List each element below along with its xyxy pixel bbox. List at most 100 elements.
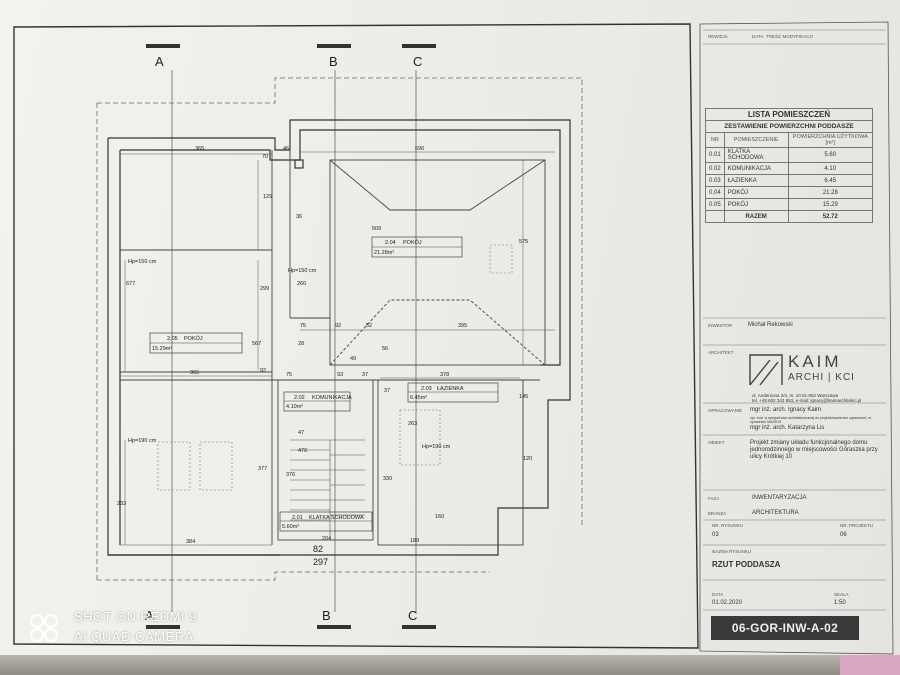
axis-a-bottom-marker [146, 625, 180, 629]
drawing-code: 06-GOR-INW-A-02 [711, 616, 859, 640]
svg-text:75: 75 [286, 372, 292, 378]
svg-text:395: 395 [458, 323, 467, 329]
svg-text:92: 92 [335, 323, 341, 329]
architekt-label: ARCHITEKT [708, 350, 734, 355]
svg-text:263: 263 [408, 421, 417, 427]
svg-text:260: 260 [297, 281, 306, 287]
svg-text:52: 52 [366, 323, 372, 329]
logo-word-1: KAIM [788, 352, 842, 371]
room-tag-2-05: 2.05 POKÓJ 15.29m² [149, 332, 243, 354]
svg-text:596: 596 [415, 146, 424, 152]
svg-text:37: 37 [362, 372, 368, 378]
svg-text:37: 37 [384, 388, 390, 394]
axis-a-top-marker [146, 44, 180, 48]
svg-text:567: 567 [252, 341, 261, 347]
inwestor-value: Michał Rekowski [748, 322, 793, 328]
nazwa-label: NAZWA RYSUNKU [712, 549, 752, 554]
svg-text:4.10m²: 4.10m² [286, 404, 303, 410]
author-1: mgr inż. arch. Ignacy Kaim [750, 407, 822, 413]
svg-text:129: 129 [263, 194, 272, 200]
axis-c-bottom-label: C [408, 608, 417, 623]
watermark-line-1: SHOT ON REDMI 9 [74, 609, 197, 624]
svg-text:297: 297 [313, 557, 328, 567]
room-tag-2-02: 2.02 KOMUNIKACJA 4.10m² [283, 391, 352, 412]
svg-text:2.05: 2.05 [167, 336, 178, 342]
svg-text:2.03: 2.03 [421, 386, 432, 392]
nr-rysunku-label: NR. RYSUNKU [712, 523, 743, 528]
svg-text:92: 92 [260, 368, 266, 374]
revision-col-label: REWIZJA [708, 34, 728, 39]
svg-text:70: 70 [262, 154, 268, 160]
svg-text:2.02: 2.02 [294, 395, 305, 401]
room-2-03-outline [377, 379, 524, 546]
branza-label: BRANŻA [708, 511, 727, 516]
modification-col-label: TREŚĆ MODYFIKACJI [766, 34, 813, 39]
svg-text:75: 75 [300, 323, 306, 329]
svg-text:2.01: 2.01 [292, 515, 303, 521]
table-surface [0, 655, 900, 675]
col-name: POMIESZCZENIE [723, 132, 789, 148]
svg-text:POKÓJ: POKÓJ [184, 335, 203, 342]
room-list-subtitle: ZESTAWIENIE POWIERZCHNI PODDASZE [705, 120, 873, 133]
author-1-note: upr. bud. w specjalności architektoniczn… [750, 416, 872, 424]
roof-outline [97, 77, 583, 525]
room-tag-2-01: 2.01 KLATKA SCHODOWA 5.60m² [279, 511, 373, 532]
address: ul. Andersona 2/4, m. 10 01-052 Warszawa [752, 393, 839, 398]
date-col-label: DATA [752, 34, 764, 39]
svg-text:KLATKA SCHODOWA: KLATKA SCHODOWA [309, 515, 364, 521]
faza-label: FAZA [708, 496, 720, 501]
svg-text:299: 299 [260, 286, 269, 292]
title-block-lines [703, 29, 886, 611]
svg-text:6.45m²: 6.45m² [410, 395, 427, 401]
svg-text:476: 476 [298, 448, 307, 454]
drawing-frame [13, 23, 699, 649]
svg-text:677: 677 [126, 281, 135, 287]
svg-text:376: 376 [286, 472, 295, 478]
nr-projektu-value: 06 [840, 532, 847, 538]
pink-object [840, 655, 900, 675]
data-label: DATA [712, 592, 724, 597]
svg-text:28: 28 [298, 341, 304, 347]
axis-a-top-label: A [155, 54, 164, 69]
skala-value: 1:50 [834, 600, 846, 606]
svg-text:POKÓJ: POKÓJ [403, 239, 422, 246]
svg-text:365: 365 [195, 146, 204, 152]
data-value: 01.02.2020 [712, 600, 743, 606]
opracowanie-label: OPRACOWANIE [708, 408, 743, 413]
hp-label: Hp=190 cm [422, 444, 451, 450]
hp-label: Hp=150 cm [128, 259, 157, 265]
inwestor-label: INWESTOR [708, 323, 733, 328]
svg-text:575: 575 [519, 239, 528, 245]
svg-text:378: 378 [440, 372, 449, 378]
watermark-line-2: AI QUAD CAMERA [74, 629, 194, 644]
axis-a-bottom-label: A [145, 608, 154, 623]
nr-rysunku-value: 03 [712, 532, 719, 538]
svg-text:384: 384 [186, 539, 195, 545]
col-nr: NR [705, 132, 725, 148]
axis-c-top-marker [402, 44, 436, 48]
skala-label: SKALA [834, 592, 849, 597]
title-block-frame [699, 21, 894, 655]
obiekt-label: OBIEKT [708, 440, 725, 445]
faza-value: INWENTARYZACJA [752, 495, 807, 501]
svg-text:KOMUNIKACJA: KOMUNIKACJA [312, 395, 352, 401]
svg-text:330: 330 [383, 476, 392, 482]
svg-text:93: 93 [337, 372, 343, 378]
axis-b-bottom-label: B [322, 608, 331, 623]
dimension-labels: 365 70 46 596 129 36 509 575 677 299 260… [117, 146, 532, 567]
svg-text:233: 233 [117, 501, 126, 507]
axis-c-top-label: C [413, 54, 422, 69]
svg-text:365: 365 [190, 370, 199, 376]
room-tag-2-03: 2.03 ŁAZIENKA 6.45m² [407, 382, 499, 403]
svg-text:46: 46 [283, 146, 289, 152]
branza-value: ARCHITEKTURA [752, 510, 799, 516]
staircase [290, 439, 365, 540]
redmi-logo-icon [30, 614, 58, 642]
col-area: POWIERZCHNIA UŻYTKOWA [m²] [787, 132, 874, 148]
